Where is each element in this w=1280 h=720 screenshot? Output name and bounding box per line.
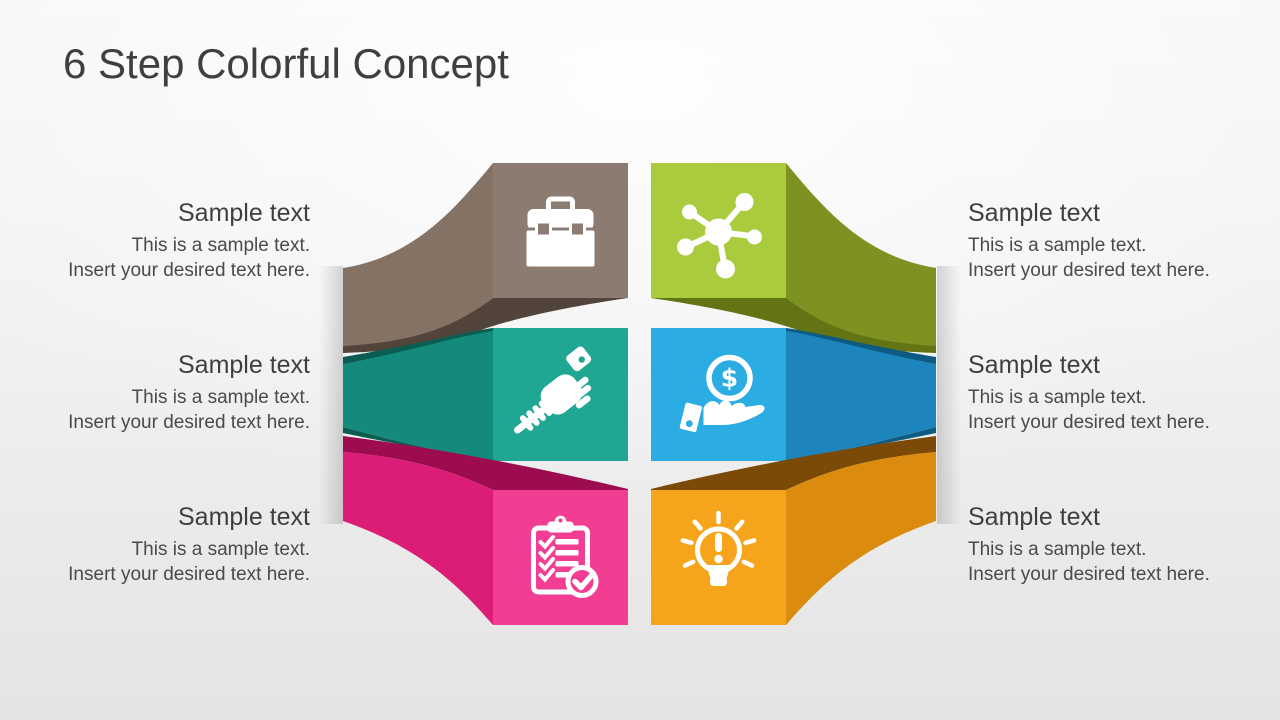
step-line1: This is a sample text. bbox=[131, 387, 310, 408]
step-line2: Insert your desired text here. bbox=[968, 564, 1210, 585]
svg-text:$: $ bbox=[721, 364, 738, 393]
briefcase-icon bbox=[526, 196, 595, 267]
step-heading: Sample text bbox=[968, 199, 1101, 227]
ribbon-face bbox=[343, 331, 493, 461]
step-piece-top-right bbox=[651, 163, 936, 353]
ribbon-fold bbox=[343, 436, 628, 490]
step-piece-bottom-left bbox=[343, 436, 628, 625]
step-line2: Insert your desired text here. bbox=[968, 412, 1210, 433]
ribbon-face bbox=[343, 163, 493, 346]
step-text-top-right: Sample text This is a sample text. Inser… bbox=[968, 199, 1260, 283]
step-line2: Insert your desired text here. bbox=[68, 564, 310, 585]
step-line2: Insert your desired text here. bbox=[968, 260, 1210, 281]
step-square bbox=[493, 490, 628, 625]
step-heading: Sample text bbox=[177, 503, 310, 531]
step-heading: Sample text bbox=[968, 503, 1101, 531]
step-line1: This is a sample text. bbox=[131, 539, 310, 560]
ribbon-face bbox=[343, 452, 493, 625]
slide-title: 6 Step Colorful Concept bbox=[63, 40, 509, 87]
hand-coin-icon: $ bbox=[679, 354, 765, 433]
step-text-bottom-right: Sample text This is a sample text. Inser… bbox=[968, 503, 1260, 587]
step-piece-bottom-right bbox=[651, 436, 936, 625]
step-line1: This is a sample text. bbox=[968, 235, 1147, 256]
ribbon-face bbox=[786, 452, 936, 625]
step-line1: This is a sample text. bbox=[968, 539, 1147, 560]
left-edge-shadow bbox=[319, 266, 343, 524]
handshake-icon bbox=[514, 346, 592, 434]
ribbon-fold bbox=[343, 298, 628, 353]
step-heading: Sample text bbox=[177, 199, 310, 227]
ribbon-face bbox=[786, 163, 936, 346]
step-line2: Insert your desired text here. bbox=[68, 412, 310, 433]
step-line2: Insert your desired text here. bbox=[68, 260, 310, 281]
step-text-middle-left: Sample text This is a sample text. Inser… bbox=[18, 351, 310, 435]
step-text-middle-right: Sample text This is a sample text. Inser… bbox=[968, 351, 1260, 435]
ribbon-face bbox=[786, 331, 936, 461]
step-heading: Sample text bbox=[177, 351, 310, 379]
lightbulb-icon bbox=[680, 510, 757, 586]
step-line1: This is a sample text. bbox=[968, 387, 1147, 408]
ribbon-fold bbox=[651, 436, 936, 490]
molecule-icon bbox=[677, 193, 762, 279]
step-piece-middle-right: $ bbox=[651, 328, 936, 461]
step-text-bottom-left: Sample text This is a sample text. Inser… bbox=[18, 503, 310, 587]
ribbon-fold bbox=[651, 298, 936, 353]
right-edge-shadow bbox=[937, 266, 961, 524]
step-piece-top-left bbox=[343, 163, 628, 353]
step-text-top-left: Sample text This is a sample text. Inser… bbox=[18, 199, 310, 283]
step-heading: Sample text bbox=[968, 351, 1101, 379]
clipboard-check-icon bbox=[531, 515, 599, 598]
step-piece-middle-left bbox=[343, 328, 628, 461]
step-line1: This is a sample text. bbox=[131, 235, 310, 256]
